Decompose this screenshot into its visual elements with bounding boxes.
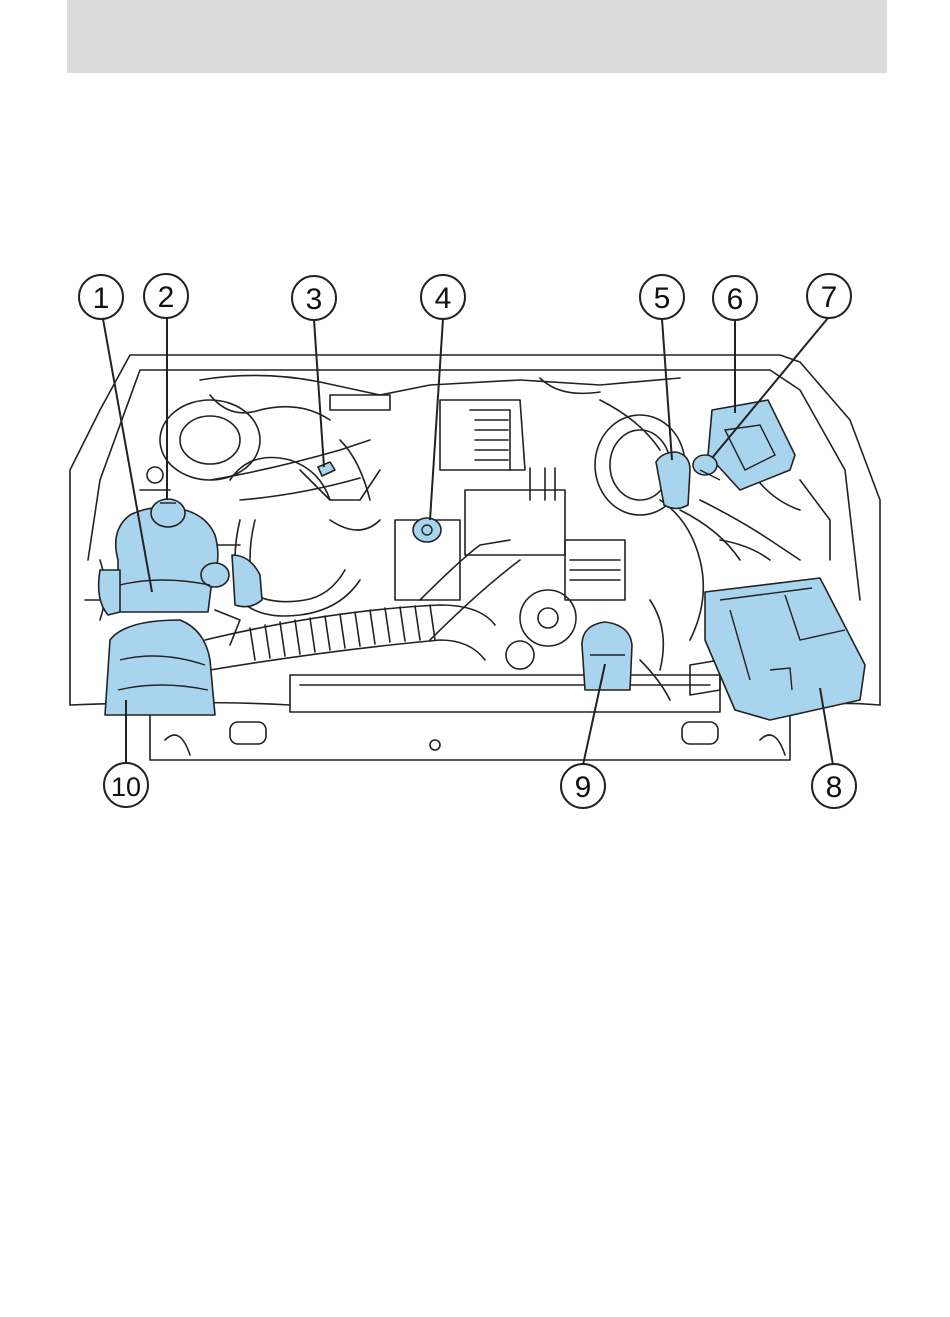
callout-10: 10	[104, 763, 148, 807]
callout-7: 7	[807, 274, 851, 318]
oil-dipstick-tab	[318, 462, 335, 476]
callout-7-label: 7	[821, 281, 838, 314]
power-steering-reservoir	[582, 622, 632, 690]
callout-4: 4	[421, 275, 465, 319]
callout-1: 1	[79, 275, 123, 319]
oil-filler-cap	[413, 518, 441, 542]
callout-9: 9	[561, 764, 605, 808]
callout-4-label: 4	[435, 282, 452, 315]
callout-10-label: 10	[111, 772, 141, 802]
callout-2: 2	[144, 274, 188, 318]
callout-6-label: 6	[727, 283, 744, 316]
callout-1-label: 1	[93, 282, 110, 315]
air-filter-housing	[105, 620, 215, 715]
leader-line-5	[662, 319, 672, 460]
callout-3: 3	[292, 276, 336, 320]
callout-8: 8	[812, 764, 856, 808]
callout-3-label: 3	[306, 283, 323, 316]
page-header-band	[67, 0, 887, 73]
callout-2-label: 2	[158, 281, 175, 314]
coolant-reservoir-lower	[99, 570, 120, 615]
leader-line-4	[430, 319, 443, 520]
leader-line-3	[314, 320, 324, 467]
callout-9-label: 9	[575, 771, 592, 804]
power-distribution-box	[708, 400, 795, 490]
callout-5-label: 5	[654, 282, 671, 315]
engine-compartment-diagram: 1 2 3 4 5 6 7 8	[0, 250, 950, 820]
callout-5: 5	[640, 275, 684, 319]
callout-6: 6	[713, 276, 757, 320]
highlighted-components	[99, 400, 865, 720]
callout-8-label: 8	[826, 771, 843, 804]
